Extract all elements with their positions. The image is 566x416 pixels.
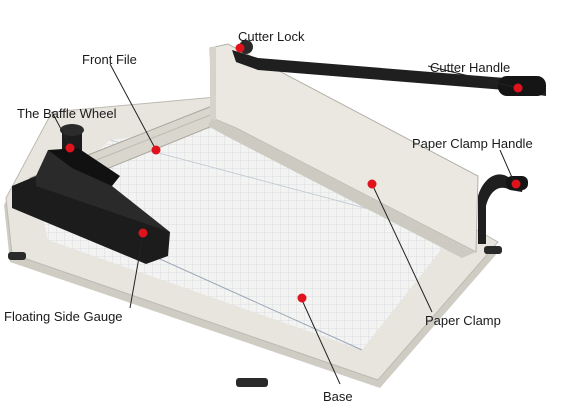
paper-clamp-handle xyxy=(478,174,528,244)
paper-clamp-body xyxy=(208,43,479,258)
leader-baffle-wheel xyxy=(51,111,71,147)
marker-cutter-handle xyxy=(513,83,523,93)
leader-cutter-handle xyxy=(427,65,519,89)
floating-side-gauge xyxy=(12,148,170,264)
label-floating-side-gauge: Floating Side Gauge xyxy=(4,309,123,324)
leader-lines xyxy=(51,41,519,385)
label-base: Base xyxy=(323,389,353,404)
marker-cutter-lock xyxy=(235,43,245,53)
marker-front-file xyxy=(151,145,161,155)
label-cutter-lock: Cutter Lock xyxy=(238,29,305,44)
marker-paper-clamp xyxy=(367,179,377,189)
label-front-file: Front File xyxy=(82,52,137,67)
label-paper-clamp: Paper Clamp xyxy=(425,313,501,328)
marker-floating-side-gauge xyxy=(138,228,148,238)
leader-front-file xyxy=(109,63,157,151)
label-paper-clamp-handle: Paper Clamp Handle xyxy=(412,136,533,151)
leader-base xyxy=(301,299,341,385)
leader-paper-clamp-handle xyxy=(499,149,515,183)
label-baffle-wheel: The Baffle Wheel xyxy=(17,106,117,121)
label-cutter-handle: Cutter Handle xyxy=(430,60,511,75)
leader-paper-clamp xyxy=(371,183,433,313)
callout-markers xyxy=(65,43,523,303)
marker-paper-clamp-handle xyxy=(511,179,521,189)
marker-base xyxy=(297,293,307,303)
leader-floating-side-gauge xyxy=(129,234,144,309)
marker-baffle-wheel xyxy=(65,143,75,153)
base-feet xyxy=(8,246,502,387)
